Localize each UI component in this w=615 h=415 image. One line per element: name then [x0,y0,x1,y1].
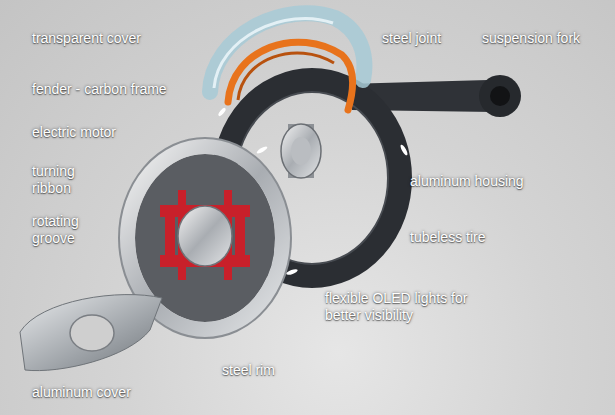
part-label: aluminum housing [410,173,524,190]
part-label: aluminum cover [32,384,131,401]
aluminum-cover [20,295,162,371]
part-label: fender - carbon frame [32,81,167,98]
oled-light-marks [217,107,408,276]
part-label: tubeless tire [410,229,485,246]
aluminum-housing [281,124,321,178]
part-label: steel joint [382,30,441,47]
part-label: suspension fork [482,30,580,47]
carbon-fender [228,42,353,110]
part-label: rotating groove [32,213,110,247]
part-label: electric motor [32,124,116,141]
part-label: turning ribbon [32,163,104,197]
fender-inner [238,53,334,100]
part-label: flexible OLED lights for better visibili… [325,290,475,324]
part-label: transparent cover [32,30,141,47]
part-label: steel rim [222,362,275,379]
